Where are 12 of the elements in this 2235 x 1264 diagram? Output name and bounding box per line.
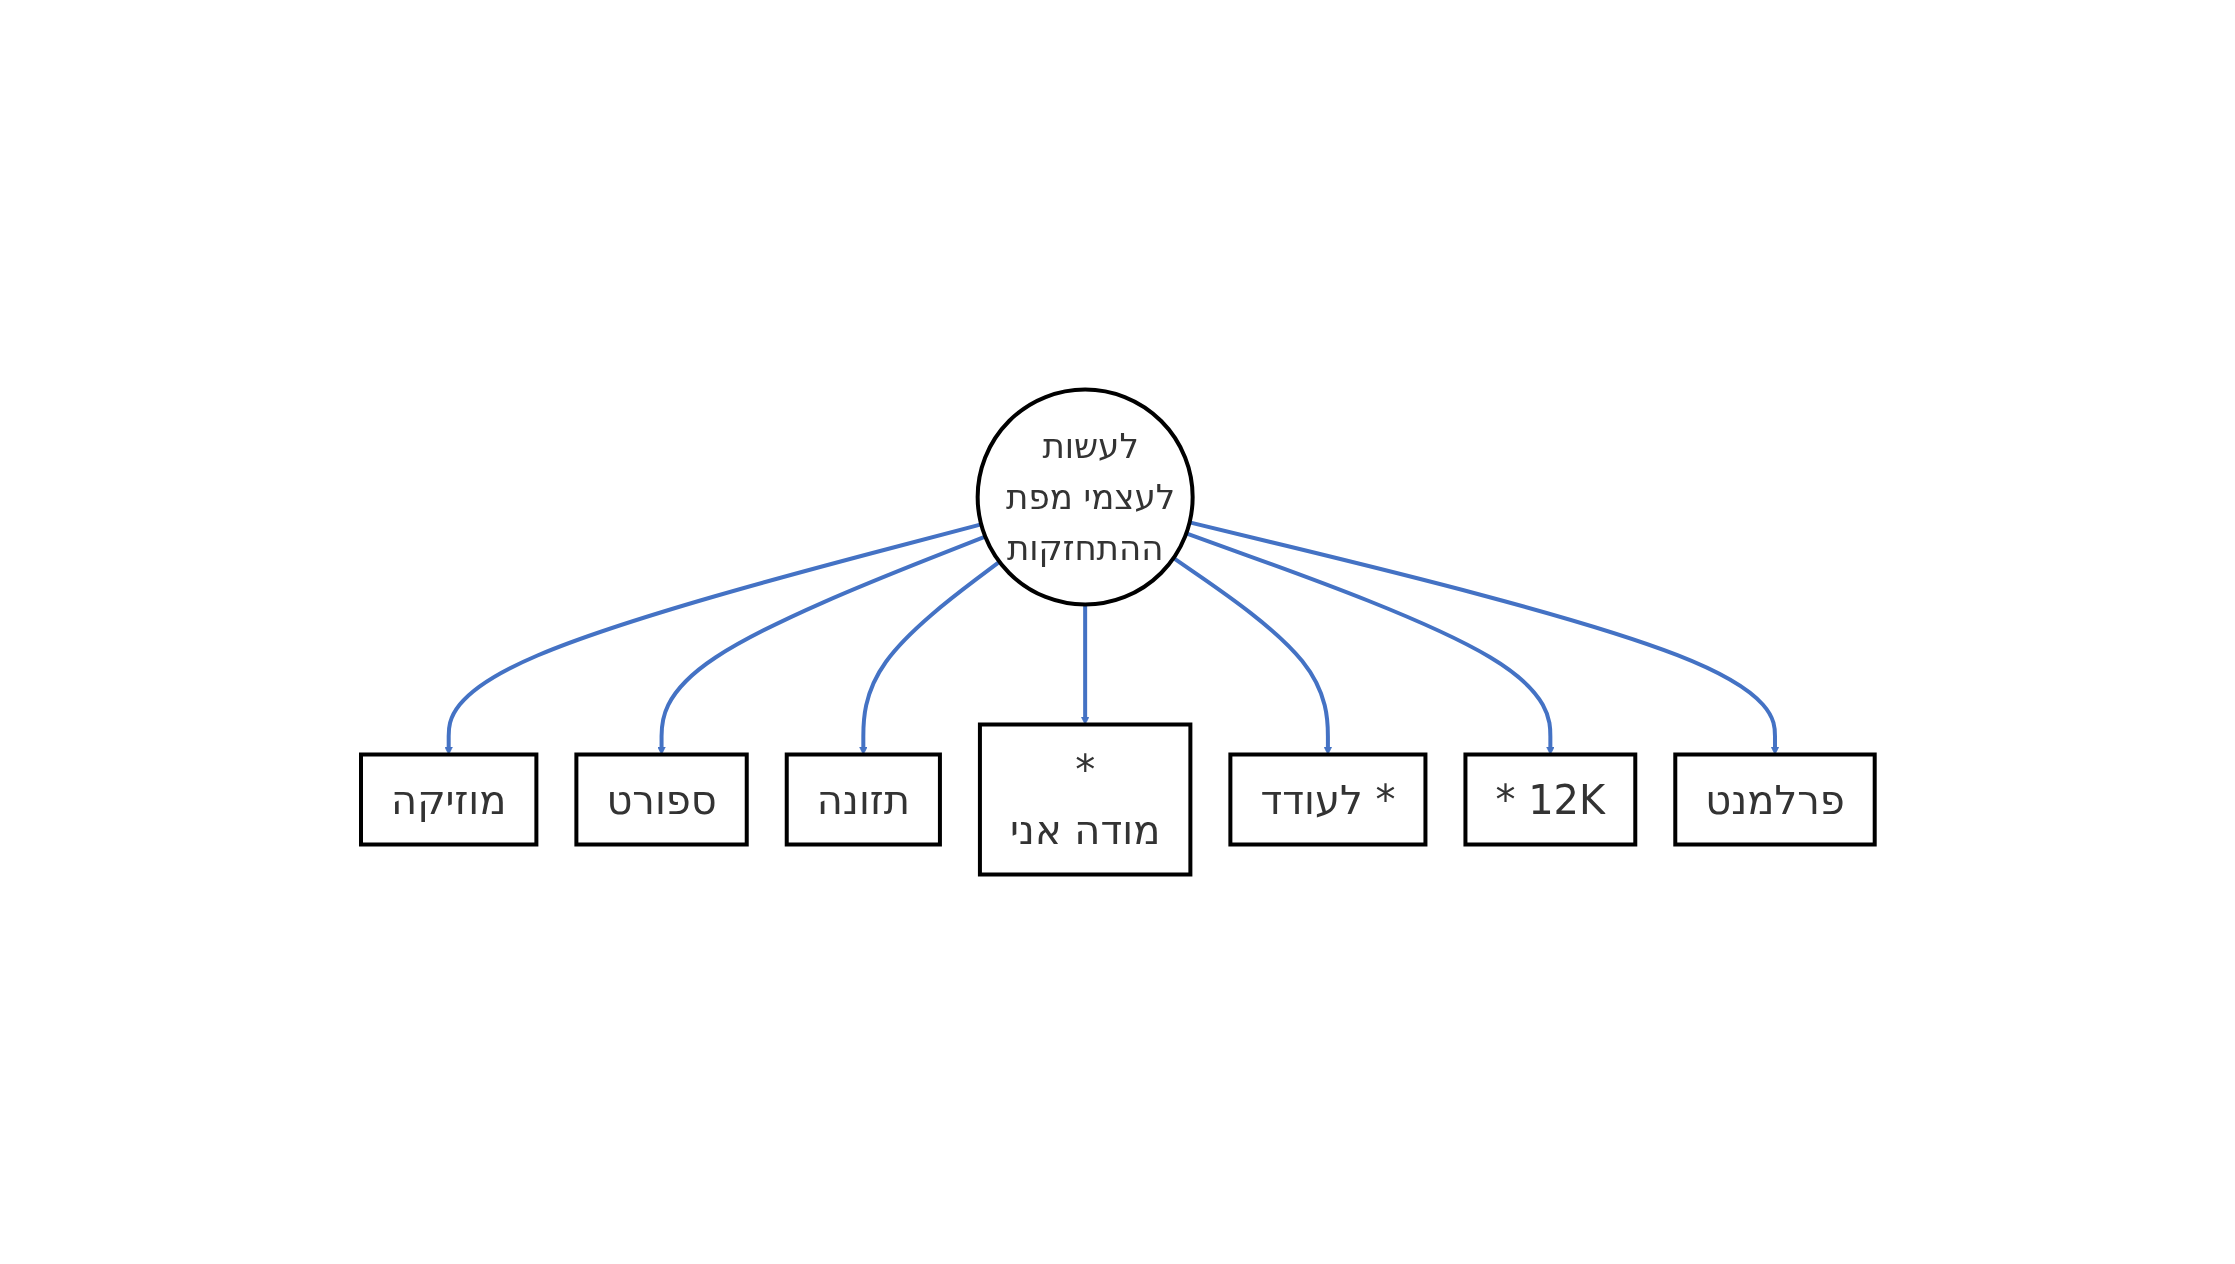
node-box: ספורט (574, 752, 749, 847)
node-box: * מודה אני (977, 722, 1192, 877)
node-box: מוזיקה (358, 752, 538, 847)
arrow (1172, 556, 1332, 755)
node-box: תזונה (784, 752, 942, 847)
arrow (1080, 604, 1090, 725)
arrow (656, 534, 986, 755)
arrow (858, 560, 1001, 755)
node-circle: לעשות לעצמי מפת ההתחזקות (975, 387, 1195, 607)
node-box: פרלמנט (1672, 752, 1877, 847)
node-box: לעודד * (1228, 752, 1428, 847)
arrow (1185, 531, 1555, 755)
